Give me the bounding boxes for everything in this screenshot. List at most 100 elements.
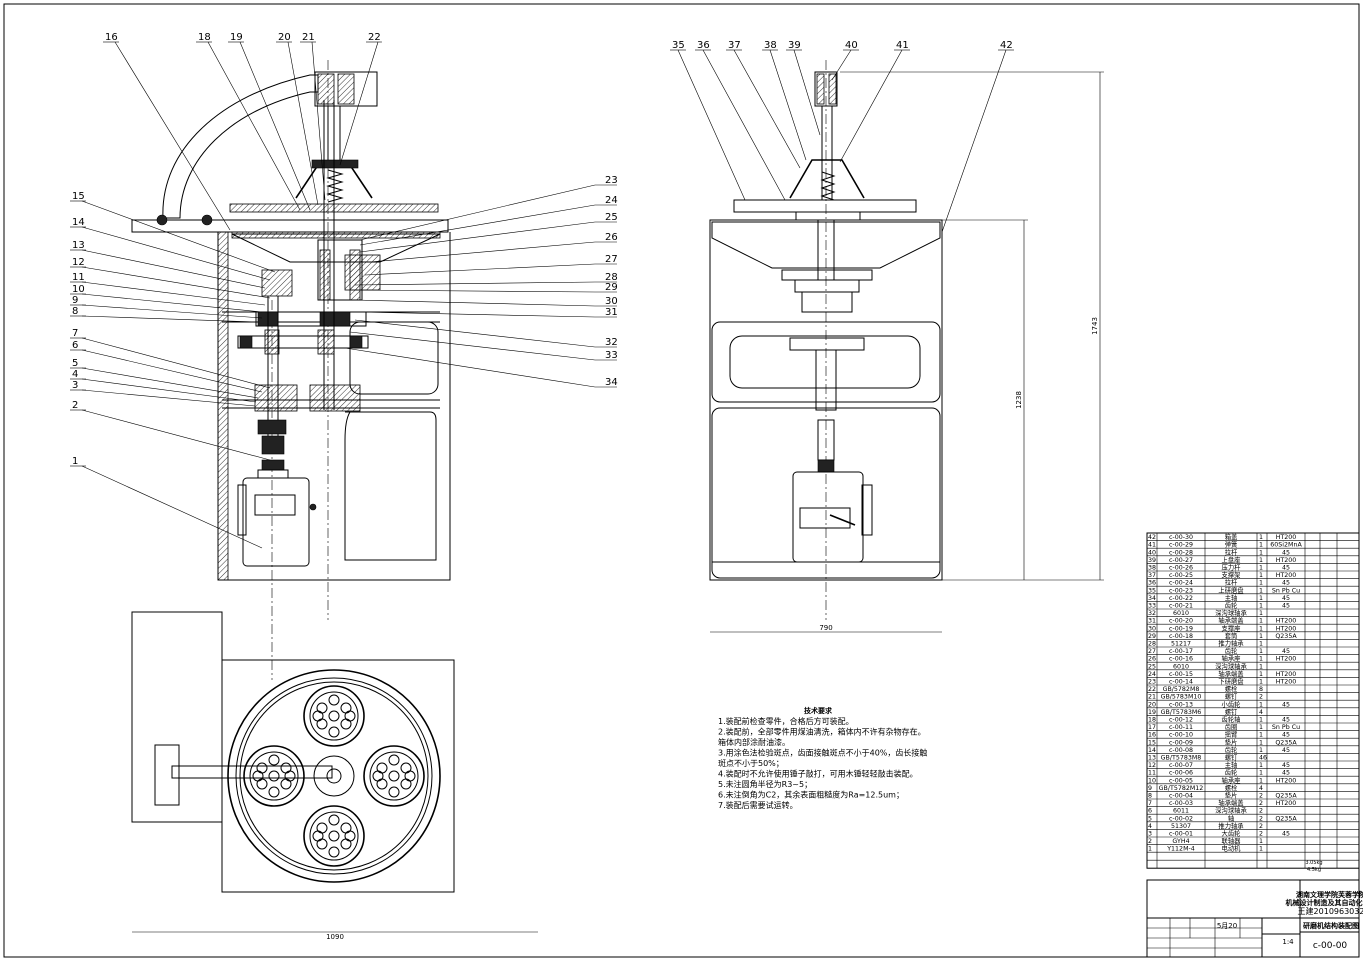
- callout-number: 38: [764, 40, 777, 51]
- callout-number: 27: [605, 254, 618, 265]
- parts-cell: c-00-09: [1169, 739, 1193, 746]
- callout-number: 10: [72, 284, 85, 295]
- gear-row: [238, 336, 368, 348]
- parts-cell: 联轴器: [1222, 836, 1242, 845]
- callout-number: 2: [72, 400, 78, 411]
- callout-number: 36: [697, 40, 710, 51]
- carrier-disc: [304, 686, 364, 746]
- parts-cell: HT200: [1276, 671, 1297, 678]
- callout-number: 11: [72, 272, 85, 283]
- parts-cell: c-00-15: [1169, 671, 1193, 678]
- parts-cell: 1: [1259, 595, 1263, 602]
- parts-cell: 螺栓: [1225, 684, 1238, 693]
- note-line: 7.装配后需要试运转。: [718, 800, 798, 810]
- parts-cell: 34: [1148, 595, 1156, 602]
- side-bracket: [790, 160, 864, 198]
- parts-cell: 弹簧: [1225, 540, 1238, 549]
- parts-cell: 支撑架: [1222, 570, 1242, 579]
- parts-cell: HT200: [1276, 618, 1297, 625]
- parts-cell: 40: [1148, 549, 1156, 556]
- parts-cell: 14: [1148, 747, 1156, 754]
- carrier-disc: [364, 746, 424, 806]
- parts-cell: Q235A: [1275, 815, 1297, 822]
- parts-cell: GYH4: [1172, 838, 1189, 845]
- callout-number: 35: [672, 40, 685, 51]
- parts-cell: 电动机: [1222, 844, 1242, 853]
- parts-cell: 6010: [1173, 663, 1189, 670]
- parts-cell: 齿轮: [1225, 745, 1238, 754]
- parts-cell: 13: [1148, 755, 1156, 762]
- parts-cell: 45: [1282, 648, 1290, 655]
- callout-number: 24: [605, 195, 618, 206]
- parts-cell: 10: [1148, 777, 1156, 784]
- inner-window-lower: [345, 412, 436, 560]
- parts-cell: 1: [1259, 549, 1263, 556]
- callout-number: 12: [72, 257, 85, 268]
- parts-cell: 1: [1259, 846, 1263, 853]
- parts-cell: c-00-11: [1169, 724, 1193, 731]
- parts-cell: 6: [1148, 808, 1152, 815]
- parts-cell: 摇臂: [1225, 730, 1238, 739]
- title-block: 湖南文理学院芙蓉学院 机械设计制造及其自动化专业 王建2010963032 研磨…: [1147, 860, 1363, 957]
- callout-18: 18: [196, 32, 300, 210]
- parts-cell: 1: [1259, 747, 1263, 754]
- carrier-disc: [244, 746, 304, 806]
- callout-number: 19: [230, 32, 243, 43]
- parts-cell: 45: [1282, 549, 1290, 556]
- parts-cell: Q235A: [1275, 739, 1297, 746]
- callout-2: 2: [70, 400, 270, 460]
- parts-cell: 1: [1259, 656, 1263, 663]
- parts-cell: 45: [1282, 603, 1290, 610]
- date: 5月20: [1217, 922, 1237, 930]
- parts-cell: 轴承座: [1222, 654, 1241, 663]
- parts-cell: 45: [1282, 717, 1290, 724]
- technical-notes: 技术要求 1.装配前检查零件，合格后方可装配。2.装配前，全部零件用煤油清洗，箱…: [718, 706, 927, 810]
- callout-number: 22: [368, 32, 381, 43]
- parts-cell: HT200: [1276, 572, 1297, 579]
- parts-cell: c-00-03: [1169, 800, 1193, 807]
- parts-cell: c-00-25: [1169, 572, 1193, 579]
- parts-cell: 45: [1282, 580, 1290, 587]
- parts-cell: Y112M-4: [1166, 846, 1195, 853]
- parts-cell: 螺钉: [1225, 707, 1238, 716]
- parts-cell: 拉杆: [1225, 578, 1238, 587]
- parts-cell: c-00-30: [1169, 534, 1193, 541]
- dept-name: 机械设计制造及其自动化专业: [1286, 898, 1363, 907]
- parts-cell: 38: [1148, 565, 1156, 572]
- parts-cell: 1: [1259, 762, 1263, 769]
- parts-cell: HT200: [1276, 656, 1297, 663]
- parts-cell: 45: [1282, 701, 1290, 708]
- parts-cell: 螺钉: [1225, 753, 1238, 762]
- parts-cell: 5: [1148, 815, 1152, 822]
- callout-number: 42: [1000, 40, 1013, 51]
- parts-cell: 22: [1148, 686, 1156, 693]
- parts-cell: 1: [1259, 663, 1263, 670]
- housing-wall-hatch: [218, 232, 228, 580]
- lower-bearing-right: [310, 385, 360, 411]
- parts-cell: c-00-19: [1169, 625, 1193, 632]
- parts-cell: 45: [1282, 770, 1290, 777]
- parts-cell: c-00-01: [1169, 831, 1193, 838]
- parts-cell: c-00-21: [1169, 603, 1193, 610]
- parts-cell: 33: [1148, 603, 1156, 610]
- parts-cell: 主轴: [1225, 760, 1238, 769]
- parts-cell: 21: [1148, 694, 1156, 701]
- parts-cell: 45: [1282, 732, 1290, 739]
- callout-number: 8: [72, 306, 78, 317]
- parts-cell: 17: [1148, 724, 1156, 731]
- parts-cell: GB/T5783M6: [1161, 709, 1202, 716]
- parts-cell: 18: [1148, 717, 1156, 724]
- parts-cell: 45: [1282, 747, 1290, 754]
- parts-cell: 51307: [1171, 823, 1191, 830]
- callout-35: 35: [670, 40, 745, 200]
